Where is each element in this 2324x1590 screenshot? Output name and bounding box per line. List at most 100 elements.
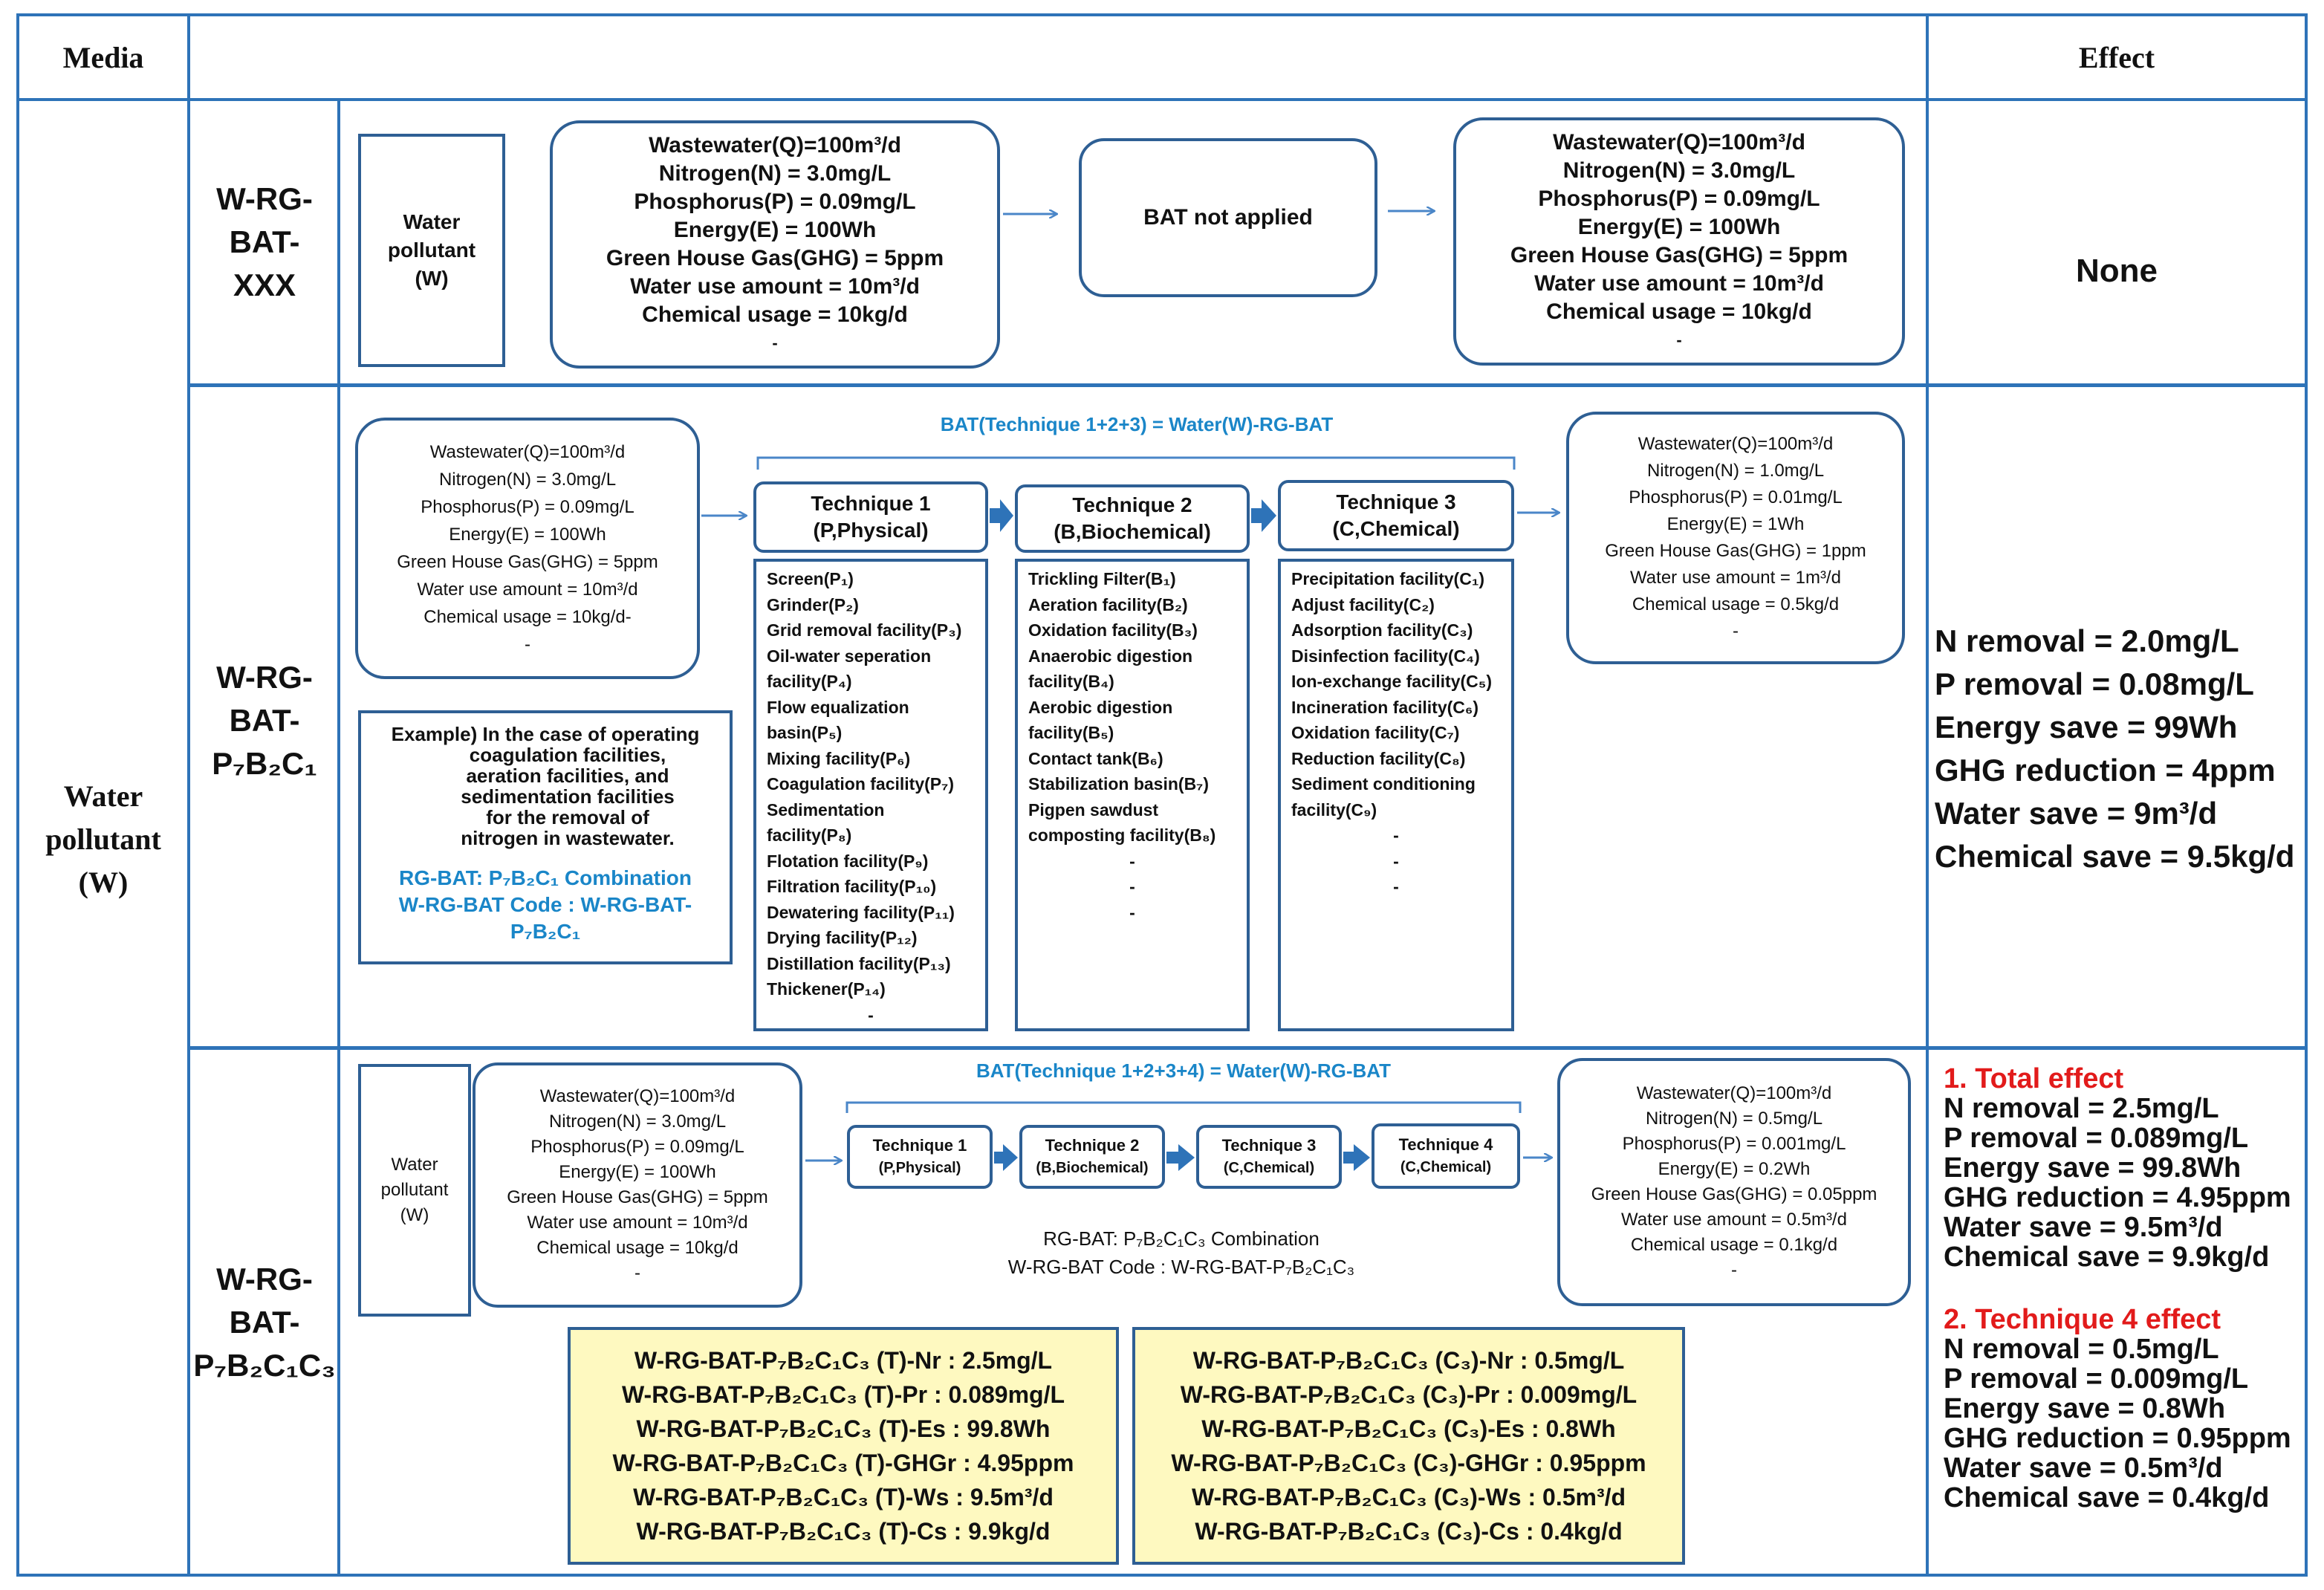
list-item: Screen(P₁) xyxy=(767,569,854,588)
effect-line: Energy save = 0.8Wh xyxy=(1944,1393,2226,1424)
param-line: Nitrogen(N) = 0.5mg/L xyxy=(1645,1109,1823,1129)
param-line: - xyxy=(634,1263,640,1283)
row2-effect: N removal = 2.0mg/L P removal = 0.08mg/L… xyxy=(1935,620,2306,878)
technique-sub: (P,Physical) xyxy=(878,1160,961,1176)
list-item: Drying facility(P₁₂) xyxy=(767,928,918,947)
effect-line: GHG reduction = 4.95ppm xyxy=(1944,1182,2291,1213)
list-item: Coagulation facility(P₇) xyxy=(767,774,954,794)
list-item: Dewatering facility(P₁₁) xyxy=(767,902,955,922)
row2-code-line: W-RG- xyxy=(216,660,313,695)
param-line: Water use amount = 1m³/d xyxy=(1630,568,1841,588)
list-item: Reduction facility(C₈) xyxy=(1291,748,1466,768)
list-item: basin(P₅) xyxy=(767,723,843,742)
param-line: Nitrogen(N) = 3.0mg/L xyxy=(548,1112,727,1132)
row3-technique-3: Technique 3 (C,Chemical) xyxy=(1196,1125,1342,1189)
list-item: - xyxy=(1129,902,1135,922)
list-item: - xyxy=(1129,851,1135,871)
effect-line: P removal = 0.08mg/L xyxy=(1935,666,2254,701)
list-item: Flotation facility(P₉) xyxy=(767,851,929,871)
effect-line: Water save = 9m³/d xyxy=(1935,796,2218,831)
param-line: Wastewater(Q)=100m³/d xyxy=(1636,1083,1832,1103)
effect-line: GHG reduction = 4ppm xyxy=(1935,753,2276,788)
param-line: Nitrogen(N) = 3.0mg/L xyxy=(438,470,617,490)
param-line: Energy(E) = 100Wh xyxy=(559,1162,716,1182)
row3-code: W-RG- BAT- P₇B₂C₁C₃ xyxy=(190,1256,339,1389)
technique-title: Technique 1 xyxy=(872,1136,967,1155)
thick-arrow-t1-t2 xyxy=(990,499,1013,532)
param-line: - xyxy=(525,635,530,655)
row1-code-line: XXX xyxy=(233,267,296,302)
technique-sub: (C,Chemical) xyxy=(1332,517,1460,540)
list-item: Sediment conditioning xyxy=(1291,774,1476,794)
list-item: - xyxy=(1393,825,1399,845)
list-item: - xyxy=(868,1005,874,1025)
row2-technique-2: Technique 2 (B,Biochemical) xyxy=(1015,484,1250,553)
effect-line: Water save = 9.5m³/d xyxy=(1944,1212,2223,1243)
pollutant-line: pollutant xyxy=(380,1180,449,1200)
thick-arrow-r3-t2-t3 xyxy=(1166,1144,1195,1171)
row3-technique-2: Technique 2 (B,Biochemical) xyxy=(1019,1125,1165,1189)
yellow-line: W-RG-BAT-P₇B₂C₁C₃ (T)-Cs : 9.9kg/d xyxy=(636,1518,1051,1545)
list-item: Thickener(P₁₄) xyxy=(767,979,886,999)
row3-combination: RG-BAT: P₇B₂C₁C₃ Combination W-RG-BAT Co… xyxy=(921,1224,1441,1281)
param-line: Water use amount = 10m³/d xyxy=(1534,271,1824,296)
yellow-line: W-RG-BAT-P₇B₂C₁C₃ (C₃)-Es : 0.8Wh xyxy=(1201,1415,1616,1442)
list-item: Stabilization basin(B₇) xyxy=(1028,774,1210,794)
row1-code: W-RG- BAT- XXX xyxy=(190,175,339,309)
technique-sub: (P,Physical) xyxy=(813,519,929,542)
technique-title: Technique 1 xyxy=(811,492,931,515)
list-item: facility(C₉) xyxy=(1291,799,1377,820)
thick-arrow-t2-t3 xyxy=(1251,499,1276,532)
param-line: Water use amount = 10m³/d xyxy=(527,1213,748,1233)
thick-arrow-r3-t3-t4 xyxy=(1343,1144,1370,1171)
param-line: Chemical usage = 10kg/d xyxy=(1546,299,1812,324)
row2-example-box: Example) In the case of operating coagul… xyxy=(358,710,733,964)
list-item: Mixing facility(P₆) xyxy=(767,748,911,768)
param-line: Energy(E) = 0.2Wh xyxy=(1658,1159,1811,1179)
technique-title: Technique 2 xyxy=(1045,1136,1140,1155)
param-line: Energy(E) = 100Wh xyxy=(1577,215,1781,239)
list-item: facility(P₈) xyxy=(767,825,852,845)
media-label-line: Water xyxy=(63,779,143,813)
list-item: Ion-exchange facility(C₅) xyxy=(1291,672,1492,691)
param-line: Wastewater(Q)=100m³/d xyxy=(649,133,901,158)
yellow-line: W-RG-BAT-P₇B₂C₁C₃ (C₃)-Ws : 0.5m³/d xyxy=(1191,1484,1626,1510)
param-line: - xyxy=(772,334,778,352)
bat-not-applied: BAT not applied xyxy=(1143,205,1313,230)
effect-line: P removal = 0.009mg/L xyxy=(1944,1363,2249,1395)
param-line: - xyxy=(1676,331,1682,349)
list-item: Adsorption facility(C₃) xyxy=(1291,620,1473,640)
param-line: Energy(E) = 100Wh xyxy=(449,525,606,545)
param-line: Wastewater(Q)=100m³/d xyxy=(1553,130,1805,155)
row1-bat-box: BAT not applied xyxy=(1079,138,1377,297)
list-item: Oil-water seperation xyxy=(767,646,932,666)
example-blue-line: RG-BAT: P₇B₂C₁ Combination xyxy=(399,866,692,889)
row3-yellow-total: W-RG-BAT-P₇B₂C₁C₃ (T)-Nr : 2.5mg/L W-RG-… xyxy=(568,1327,1119,1565)
row3-code-line: BAT- xyxy=(229,1305,300,1340)
list-item: - xyxy=(1129,877,1135,896)
example-line: coagulation facilities, xyxy=(469,744,666,766)
list-item: Anaerobic digestion xyxy=(1028,646,1193,666)
row2-technique-1: Technique 1 (P,Physical) xyxy=(753,481,988,553)
param-line: Green House Gas(GHG) = 0.05ppm xyxy=(1591,1184,1877,1204)
list-item: - xyxy=(1393,851,1399,871)
example-line: aeration facilities, and xyxy=(466,765,669,787)
effect-tech4-title: 2. Technique 4 effect xyxy=(1944,1304,2221,1335)
yellow-line: W-RG-BAT-P₇B₂C₁C₃ (T)-GHGr : 4.95ppm xyxy=(612,1450,1074,1476)
effect-column-cell xyxy=(1926,98,2308,1577)
effect-line: N removal = 0.5mg/L xyxy=(1944,1334,2219,1365)
row3-code-line: W-RG- xyxy=(216,1262,313,1297)
row2-list-chemical: Precipitation facility(C₁) Adjust facili… xyxy=(1278,559,1514,1031)
row3-code-line: P₇B₂C₁C₃ xyxy=(193,1348,336,1383)
yellow-line: W-RG-BAT-P₇B₂C₁C₃ (C₃)-Nr : 0.5mg/L xyxy=(1192,1347,1625,1374)
param-line: - xyxy=(1731,1260,1737,1280)
media-label-line: pollutant xyxy=(45,822,161,856)
param-line: Phosphorus(P) = 0.09mg/L xyxy=(530,1137,744,1157)
row3-yellow-tech4: W-RG-BAT-P₇B₂C₁C₃ (C₃)-Nr : 0.5mg/L W-RG… xyxy=(1132,1327,1685,1565)
row3-input-box: Wastewater(Q)=100m³/d Nitrogen(N) = 3.0m… xyxy=(473,1062,802,1308)
example-blue-line: P₇B₂C₁ xyxy=(510,920,581,943)
param-line: - xyxy=(1733,621,1739,641)
list-item: facility(B₅) xyxy=(1028,723,1114,742)
row3-output-box: Wastewater(Q)=100m³/d Nitrogen(N) = 0.5m… xyxy=(1557,1058,1911,1306)
